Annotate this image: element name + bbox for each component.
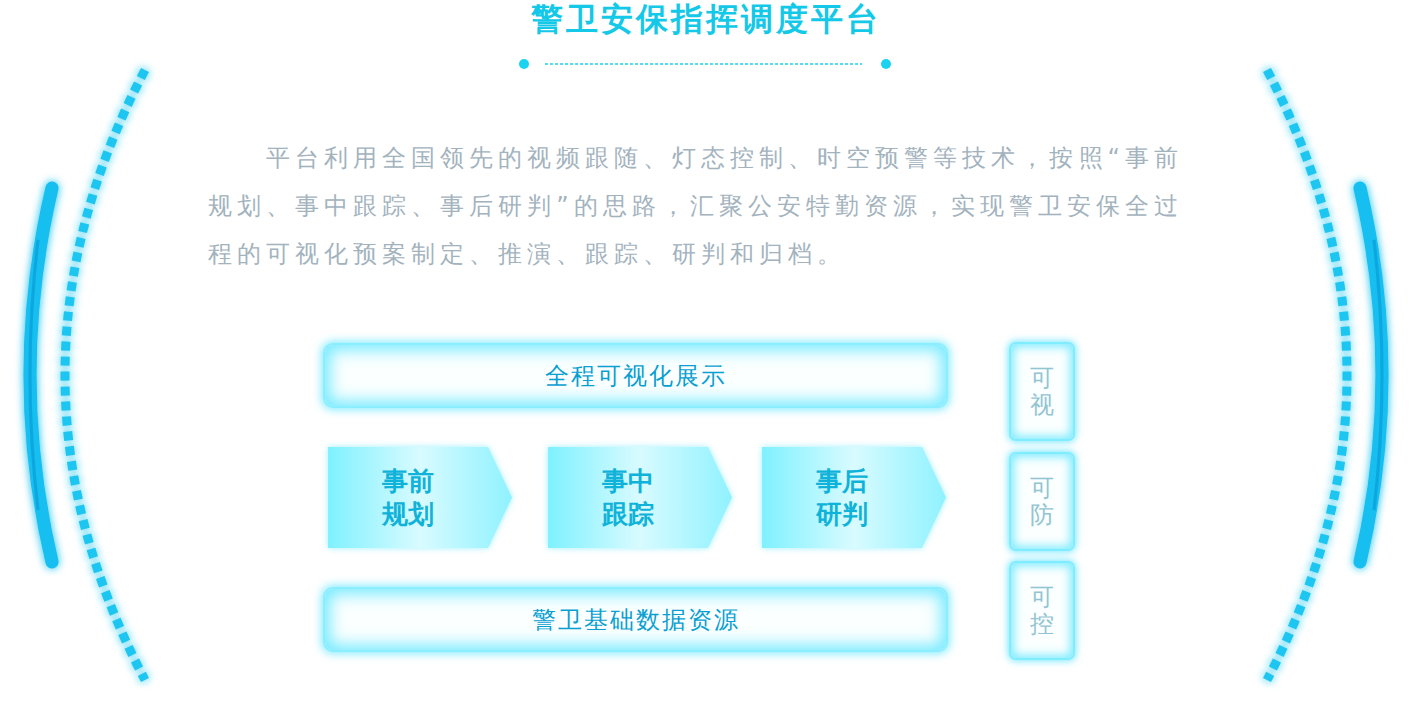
feature-tag: 可控 — [1009, 561, 1075, 660]
inner-arc — [1374, 240, 1382, 510]
chevron-glow — [328, 447, 512, 548]
node-label: 可控 — [1030, 584, 1054, 637]
data-band: 警卫基础数据资源 — [323, 587, 948, 652]
display-band: 全程可视化展示 — [323, 343, 948, 408]
chevron-shape — [762, 447, 946, 548]
title-rule — [545, 63, 862, 65]
dashed-arc — [65, 70, 145, 680]
left-arc-group — [30, 70, 145, 680]
description-text: 平台利用全国领先的视频跟随、灯态控制、时空预警等技术，按照“事前规划、事中跟踪、… — [208, 134, 1183, 278]
node-label: 可防 — [1030, 475, 1054, 528]
node-label: 警卫基础数据资源 — [532, 604, 740, 636]
diagram-title: 警卫安保指挥调度平台 — [0, 0, 1412, 38]
stage-chevron: 事前 规划 — [328, 447, 512, 548]
rule-dot — [519, 59, 529, 69]
node-label: 可视 — [1030, 365, 1054, 418]
node-label: 事前 规划 — [381, 465, 436, 530]
feature-tag: 可防 — [1009, 452, 1075, 551]
feature-tag: 可视 — [1009, 342, 1075, 441]
node-label: 事中 跟踪 — [601, 465, 656, 530]
node-label: 全程可视化展示 — [545, 360, 727, 392]
chevron-fill — [548, 447, 732, 548]
stage-chevron: 事后 研判 — [762, 447, 946, 548]
chevron-fill — [328, 447, 512, 548]
right-arc-group — [1267, 70, 1382, 680]
chevron-shape — [328, 447, 512, 548]
chevron-glow — [548, 447, 732, 548]
stage-chevron: 事中 跟踪 — [548, 447, 732, 548]
inner-arc — [30, 240, 38, 510]
dashed-arc — [1267, 70, 1347, 680]
solid-arc — [1360, 188, 1382, 562]
chevron-shape — [548, 447, 732, 548]
node-label: 事后 研判 — [815, 465, 870, 530]
chevron-fill — [762, 447, 946, 548]
chevron-glow — [762, 447, 946, 548]
rule-dot — [881, 59, 891, 69]
solid-arc — [30, 188, 52, 562]
